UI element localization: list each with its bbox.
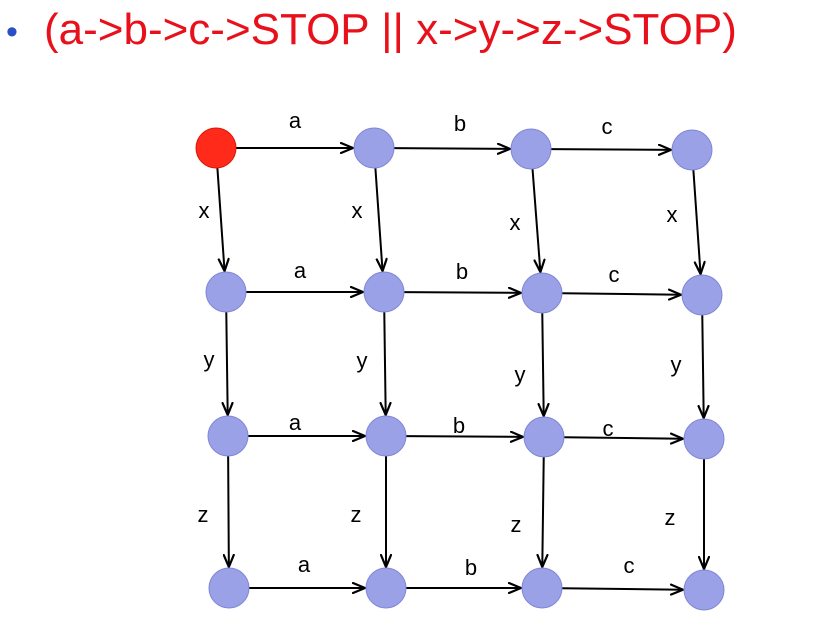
edge-label-x: x — [510, 210, 521, 235]
transition-edge-c — [550, 149, 671, 150]
state-node — [363, 271, 405, 313]
transition-edges — [216, 148, 704, 590]
transition-edge-y — [384, 311, 385, 415]
edge-label-c: c — [624, 553, 635, 578]
edge-label-x: x — [667, 202, 678, 227]
edge-label-y: y — [357, 348, 368, 373]
edge-label-c: c — [609, 262, 620, 287]
state-node — [353, 127, 395, 169]
edge-label-b: b — [454, 111, 466, 136]
edge-label-b: b — [456, 259, 468, 284]
state-node — [208, 567, 250, 609]
transition-edge-c — [561, 588, 683, 589]
bullet-icon: • — [6, 13, 18, 51]
transition-edge-b — [403, 292, 521, 293]
state-node — [671, 129, 713, 171]
edge-label-a: a — [289, 410, 302, 435]
transition-edge-y — [226, 311, 227, 415]
edge-label-a: a — [289, 108, 302, 133]
edge-label-b: b — [465, 555, 477, 580]
edge-label-c: c — [603, 416, 614, 441]
state-node — [207, 415, 249, 457]
edge-label-z: z — [198, 502, 209, 527]
edge-label-a: a — [298, 552, 311, 577]
state-node — [365, 567, 407, 609]
transition-edge-b — [405, 436, 523, 437]
edge-label-a: a — [294, 258, 307, 283]
transition-edge-y — [542, 312, 543, 416]
edge-label-z: z — [511, 512, 522, 537]
transition-edge-c — [561, 293, 681, 294]
transition-edge-y — [702, 314, 703, 418]
edge-label-y: y — [671, 352, 682, 377]
transition-edge-x — [216, 167, 224, 271]
transition-labels: a b c a b c a b c a b c x x x x y y y y z z z z — [198, 108, 682, 580]
process-title: (a->b->c->STOP || x->y->z->STOP) — [44, 5, 737, 54]
start-state-node — [195, 127, 237, 169]
transition-edge-z — [542, 456, 543, 567]
transition-edge-z — [228, 455, 229, 567]
transition-edge-b — [393, 148, 510, 149]
state-node — [521, 567, 563, 609]
state-node — [205, 271, 247, 313]
state-node — [681, 274, 723, 316]
edge-label-x: x — [352, 198, 363, 223]
edge-label-y: y — [204, 347, 215, 372]
state-node — [683, 569, 725, 611]
state-node — [523, 416, 565, 458]
state-node — [365, 415, 407, 457]
edge-label-z: z — [351, 502, 362, 527]
transition-edge-c — [563, 437, 683, 438]
edge-label-x: x — [199, 198, 210, 223]
edge-label-c: c — [602, 114, 613, 139]
state-node — [521, 272, 563, 314]
edge-label-z: z — [665, 505, 676, 530]
transition-edge-x — [374, 167, 382, 271]
transition-edge-x — [692, 169, 700, 274]
bullet-line: • (a->b->c->STOP || x->y->z->STOP) — [0, 0, 832, 70]
state-nodes — [195, 127, 725, 611]
edge-label-b: b — [453, 413, 465, 438]
transition-edge-x — [531, 168, 541, 272]
state-node — [510, 128, 552, 170]
state-node — [683, 418, 725, 460]
edge-label-y: y — [515, 362, 526, 387]
